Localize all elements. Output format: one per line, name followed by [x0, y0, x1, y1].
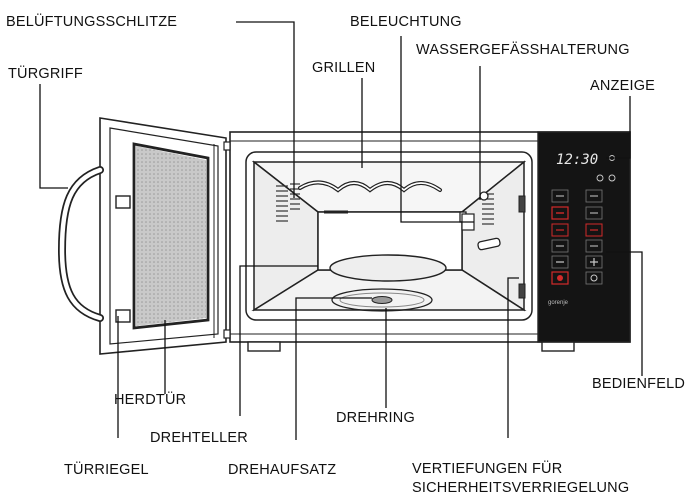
cavity — [246, 152, 532, 320]
label-vertiefungen: VERTIEFUNGEN FÜR SICHERHEITSVERRIEGELUNG — [412, 460, 629, 498]
label-vertiefungen-line2: SICHERHEITSVERRIEGELUNG — [412, 479, 629, 498]
label-vertiefungen-line1: VERTIEFUNGEN FÜR — [412, 460, 629, 479]
door-latch-top — [116, 196, 130, 208]
display-time: 12:30 — [556, 152, 598, 168]
label-belueftungsschlitze: BELÜFTUNGSSCHLITZE — [6, 14, 177, 30]
label-drehring: DREHRING — [336, 410, 415, 426]
label-tuergriff: TÜRGRIFF — [8, 66, 83, 82]
door-hinge-top — [224, 142, 230, 150]
interlock-hole-top — [519, 196, 525, 212]
brand-logo: gorenje — [548, 300, 569, 306]
label-beleuchtung: BELEUCHTUNG — [350, 14, 462, 30]
door-handle — [62, 170, 100, 318]
foot-left — [248, 342, 280, 351]
label-anzeige: ANZEIGE — [590, 78, 655, 94]
label-wassergefaesshalterung: WASSERGEFÄSSHALTERUNG — [416, 42, 630, 58]
door-hinge-bottom — [224, 330, 230, 338]
coupler — [372, 297, 392, 304]
label-herdtuer: HERDTÜR — [114, 392, 186, 408]
foot-right — [542, 342, 574, 351]
turntable-plate — [330, 255, 446, 281]
label-bedienfeld: BEDIENFELD — [592, 376, 685, 392]
interlock-hole-bottom — [519, 284, 525, 298]
label-tuerriegel: TÜRRIEGEL — [64, 462, 149, 478]
label-drehteller: DREHTELLER — [150, 430, 248, 446]
label-grillen: GRILLEN — [312, 60, 375, 76]
label-drehaufsatz: DREHAUFSATZ — [228, 462, 336, 478]
